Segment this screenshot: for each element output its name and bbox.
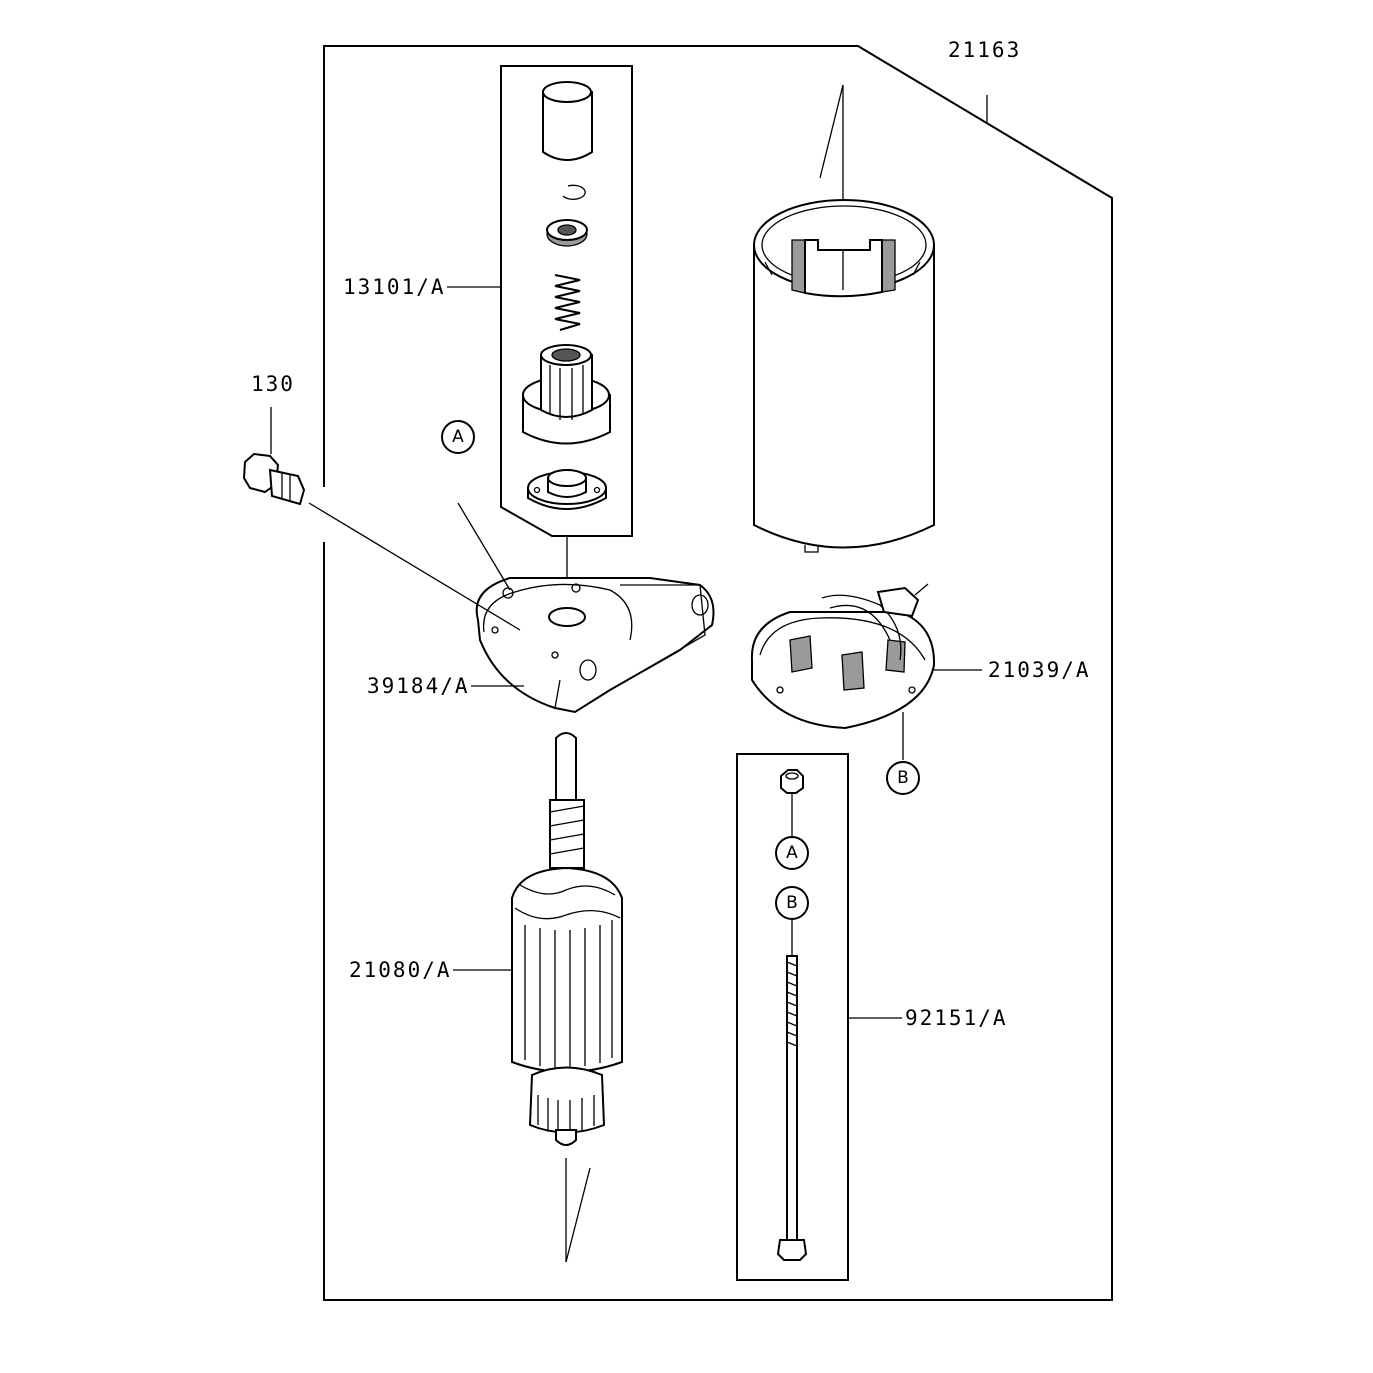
motor-housing (753, 84, 935, 553)
label-brush-holder: 21039/A (988, 658, 1091, 682)
reference-marker-b-bolt: B (775, 886, 809, 920)
label-through-bolt-kit: 92151/A (905, 1006, 1008, 1030)
brush-holder (750, 583, 982, 760)
svg-text:B: B (786, 893, 798, 913)
pinion-kit-frame (447, 65, 633, 537)
through-bolt-parts (776, 769, 808, 1261)
label-armature: 21080/A (349, 958, 452, 982)
bolt (242, 407, 521, 631)
pinion-kit-parts (522, 81, 611, 615)
label-pinion-kit: 13101/A (343, 275, 446, 299)
label-bolt: 130 (251, 372, 295, 396)
through-bolt-kit-frame (736, 753, 902, 1281)
bracket (457, 502, 715, 714)
assembly-frame (323, 45, 1113, 1301)
svg-text:A: A (786, 843, 798, 863)
label-bracket: 39184/A (367, 674, 470, 698)
label-assembly: 21163 (948, 38, 1021, 62)
svg-text:B: B (897, 768, 909, 788)
armature (453, 732, 623, 1263)
reference-marker-a-bracket: A (441, 420, 475, 454)
reference-marker-b-brush-holder: B (886, 761, 920, 795)
reference-marker-a-nut: A (775, 836, 809, 870)
svg-text:A: A (452, 427, 464, 447)
